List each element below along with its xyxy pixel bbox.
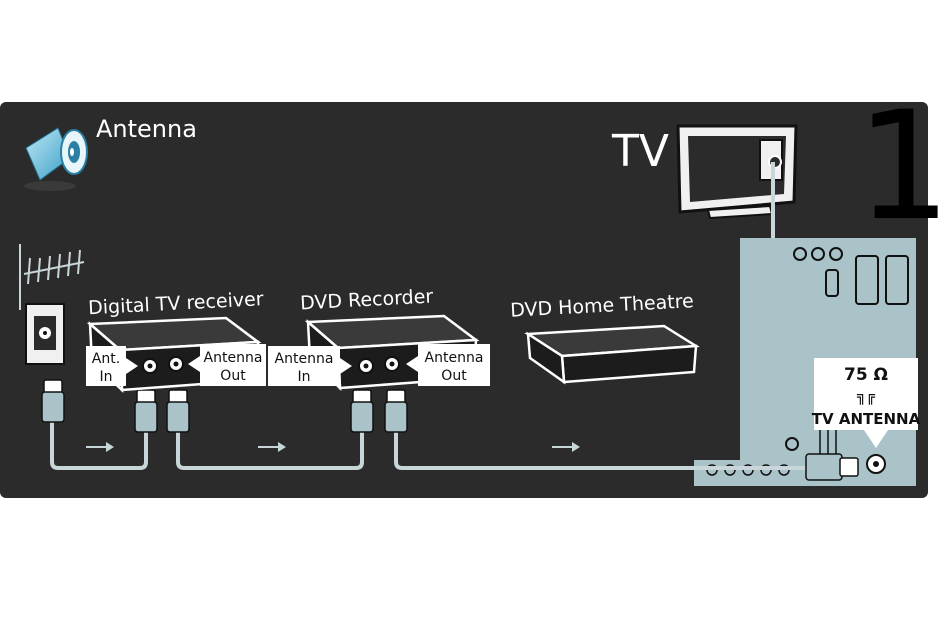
- antenna-in-port-label: Antenna In: [268, 346, 352, 386]
- connector-symbol: ╗╔: [856, 387, 876, 405]
- header-title: Antenna: [96, 115, 197, 143]
- port-label-line2: Out: [441, 368, 467, 384]
- coax-plug-icon: [385, 390, 407, 432]
- tv-antenna-port-label: TV ANTENNA: [812, 410, 921, 428]
- page-number: 1: [856, 80, 950, 254]
- dvd-home-theatre-box: [528, 326, 696, 382]
- port-label-line1: Ant.: [92, 351, 120, 367]
- impedance-label: 75 Ω: [844, 365, 888, 385]
- coax-plug-icon: [42, 380, 64, 422]
- tv-label: TV: [611, 126, 669, 177]
- port-label-line1: Antenna: [204, 350, 263, 366]
- coax-plug-icon: [351, 390, 373, 432]
- port-label-line2: In: [99, 369, 112, 385]
- port-label-line1: Antenna: [275, 351, 334, 367]
- wall-socket-icon: [26, 304, 64, 364]
- tv-monitor-icon: [678, 126, 796, 218]
- port-label-line2: Out: [220, 368, 246, 384]
- antenna-out-port-label: Antenna Out: [406, 344, 490, 386]
- coax-plug-icon: [167, 390, 189, 432]
- coax-plug-icon: [135, 390, 157, 432]
- port-label-line1: Antenna: [425, 350, 484, 366]
- port-label-line2: In: [297, 369, 310, 385]
